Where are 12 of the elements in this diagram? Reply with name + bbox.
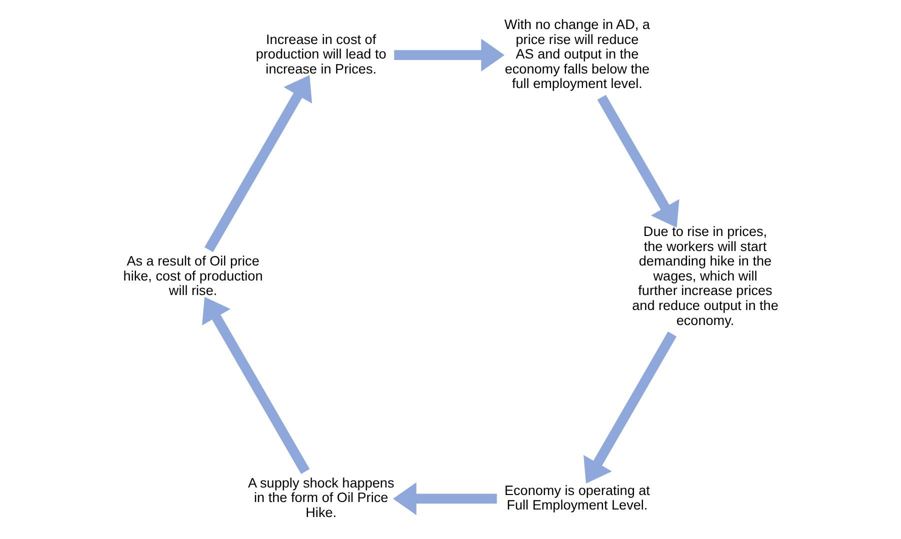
node-text: As a result of Oil price hike, cost of production will rise. xyxy=(122,254,262,298)
node-text: Increase in cost of production will lead to increase in Prices. xyxy=(255,32,386,76)
node-text: With no change in AD, a price rise will reduce AS and output in the economy falls below the full employment level. xyxy=(504,16,650,92)
arrow xyxy=(394,38,504,72)
arrow xyxy=(204,75,312,252)
arrow xyxy=(583,332,676,484)
arrow xyxy=(596,94,679,228)
arrow xyxy=(202,296,310,474)
node-text: Economy is operating at Full Employment Level. xyxy=(504,482,650,513)
node-text: A supply shock happens in the form of Oil Price Hike. xyxy=(247,475,394,520)
node-text: Due to rise in prices, the workers will start demanding hike in the wages, which will further increase prices and reduce output in the economy. xyxy=(632,224,778,328)
arrow xyxy=(392,482,496,516)
